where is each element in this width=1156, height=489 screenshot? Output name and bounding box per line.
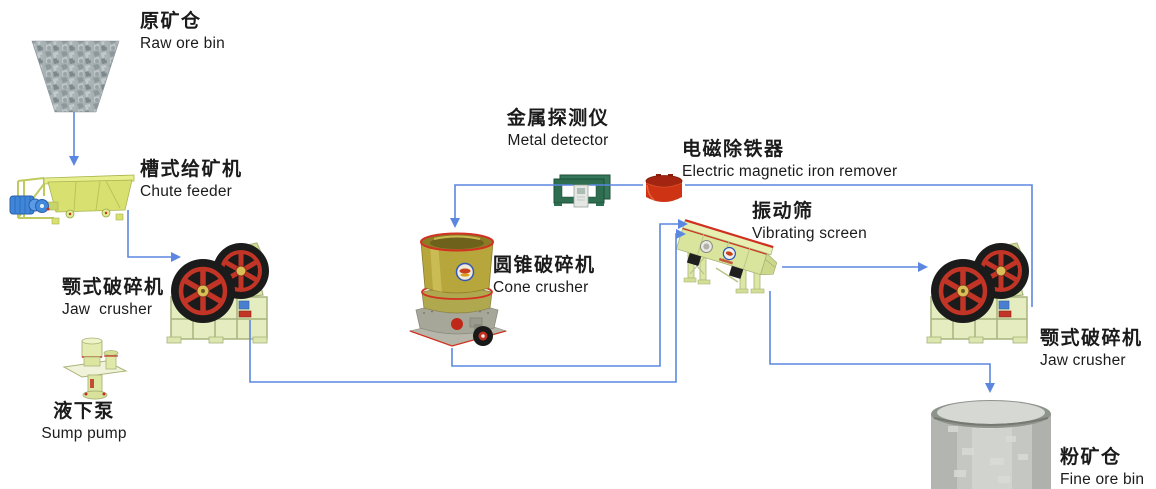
jaw-crusher-left-illustration: [166, 242, 269, 344]
label-raw-ore-bin: 原矿仓 Raw ore bin: [140, 10, 225, 54]
label-jaw-crusher-right: 颚式破碎机 Jaw crusher: [1040, 327, 1143, 371]
label-vibrating-screen: 振动筛 Vibrating screen: [752, 200, 867, 244]
label-chute-feeder-zh: 槽式给矿机: [140, 159, 243, 180]
label-chute-feeder: 槽式给矿机 Chute feeder: [140, 158, 243, 202]
label-fine-ore-bin-en: Fine ore bin: [1060, 471, 1145, 488]
label-raw-ore-bin-en: Raw ore bin: [140, 35, 225, 52]
label-iron-remover-zh: 电磁除铁器: [682, 139, 785, 160]
label-metal-detector-zh: 金属探测仪: [506, 108, 610, 129]
label-sump-pump-zh: 液下泵: [53, 401, 115, 422]
metal-detector-illustration: [553, 174, 611, 208]
raw-ore-bin-illustration: [31, 40, 120, 113]
label-fine-ore-bin-zh: 粉矿仓: [1060, 447, 1122, 468]
iron-remover-illustration: [645, 174, 683, 202]
label-cone-crusher-zh: 圆锥破碎机: [493, 255, 596, 276]
label-vibrating-screen-zh: 振动筛: [752, 201, 814, 222]
sump-pump-illustration: [62, 337, 128, 400]
label-sump-pump: 液下泵 Sump pump: [28, 400, 140, 444]
label-jaw-crusher-right-zh: 颚式破碎机: [1040, 328, 1143, 349]
label-cone-crusher: 圆锥破碎机 Cone crusher: [493, 254, 596, 298]
label-chute-feeder-en: Chute feeder: [140, 183, 233, 200]
label-jaw-crusher-left-zh: 颚式破碎机: [62, 277, 165, 298]
label-metal-detector: 金属探测仪 Metal detector: [496, 107, 620, 151]
label-vibrating-screen-en: Vibrating screen: [752, 225, 867, 242]
label-iron-remover-en: Electric magnetic iron remover: [682, 163, 898, 180]
label-sump-pump-en: Sump pump: [41, 425, 127, 442]
label-cone-crusher-en: Cone crusher: [493, 279, 589, 296]
label-iron-remover: 电磁除铁器 Electric magnetic iron remover: [682, 138, 897, 182]
label-metal-detector-en: Metal detector: [507, 132, 609, 149]
fine-ore-bin-illustration: [931, 400, 1051, 489]
label-jaw-crusher-left-en: Jaw crusher: [62, 301, 153, 318]
chute-feeder-illustration: [9, 174, 135, 225]
label-jaw-crusher-right-en: Jaw crusher: [1040, 352, 1126, 369]
label-raw-ore-bin-zh: 原矿仓: [140, 11, 202, 32]
jaw-crusher-right-illustration: [926, 242, 1029, 344]
label-jaw-crusher-left: 颚式破碎机 Jaw crusher: [62, 276, 165, 320]
label-fine-ore-bin: 粉矿仓 Fine ore bin: [1060, 446, 1144, 489]
